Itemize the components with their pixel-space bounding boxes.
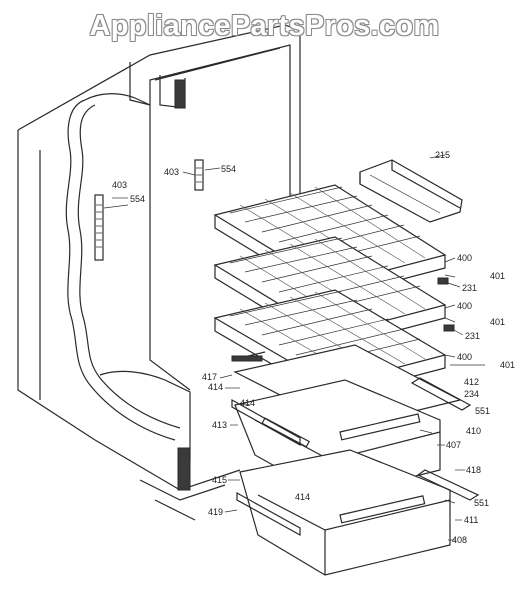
callout-labels: 215 403 554 403 554 400 401 231 400 401 … [112, 150, 515, 545]
callout-215: 215 [435, 150, 450, 160]
shelf-support-left [94, 194, 104, 261]
callout-413: 413 [212, 420, 227, 430]
callout-231a: 231 [462, 283, 477, 293]
callout-400c: 400 [457, 352, 472, 362]
callout-414b: 414 [240, 398, 255, 408]
callout-403b: 403 [164, 167, 179, 177]
callout-410: 410 [466, 426, 481, 436]
callout-401a: 401 [490, 271, 505, 281]
callout-418: 418 [466, 465, 481, 475]
callout-407: 407 [446, 440, 461, 450]
callout-551a: 551 [475, 406, 490, 416]
door-liner [65, 93, 191, 460]
crisper-drawer-lower [236, 449, 480, 576]
callout-231b: 231 [465, 331, 480, 341]
callout-400a: 400 [457, 253, 472, 263]
callout-401c: 401 [500, 360, 515, 370]
callout-408: 408 [452, 535, 467, 545]
callout-400b: 400 [457, 301, 472, 311]
callout-412: 412 [464, 377, 479, 387]
callout-411: 411 [464, 515, 478, 525]
cabinet-shell [17, 24, 301, 521]
callout-415: 415 [212, 475, 227, 485]
callout-554a: 554 [130, 194, 145, 204]
leader-lines [103, 154, 485, 541]
callout-551b: 551 [474, 498, 489, 508]
callout-234: 234 [464, 389, 479, 399]
clip-231a [437, 277, 449, 285]
callout-417: 417 [202, 372, 217, 382]
callout-419: 419 [208, 507, 223, 517]
callout-554b: 554 [221, 164, 236, 174]
clip-231b [443, 324, 455, 332]
door-bin-215 [359, 159, 463, 223]
callout-414a: 414 [208, 382, 223, 392]
callout-401b: 401 [490, 317, 505, 327]
shelf-support-right [194, 159, 204, 191]
site-watermark: AppliancePartsPros.com [89, 10, 440, 42]
callout-403a: 403 [112, 180, 127, 190]
callout-414c: 414 [295, 492, 310, 502]
